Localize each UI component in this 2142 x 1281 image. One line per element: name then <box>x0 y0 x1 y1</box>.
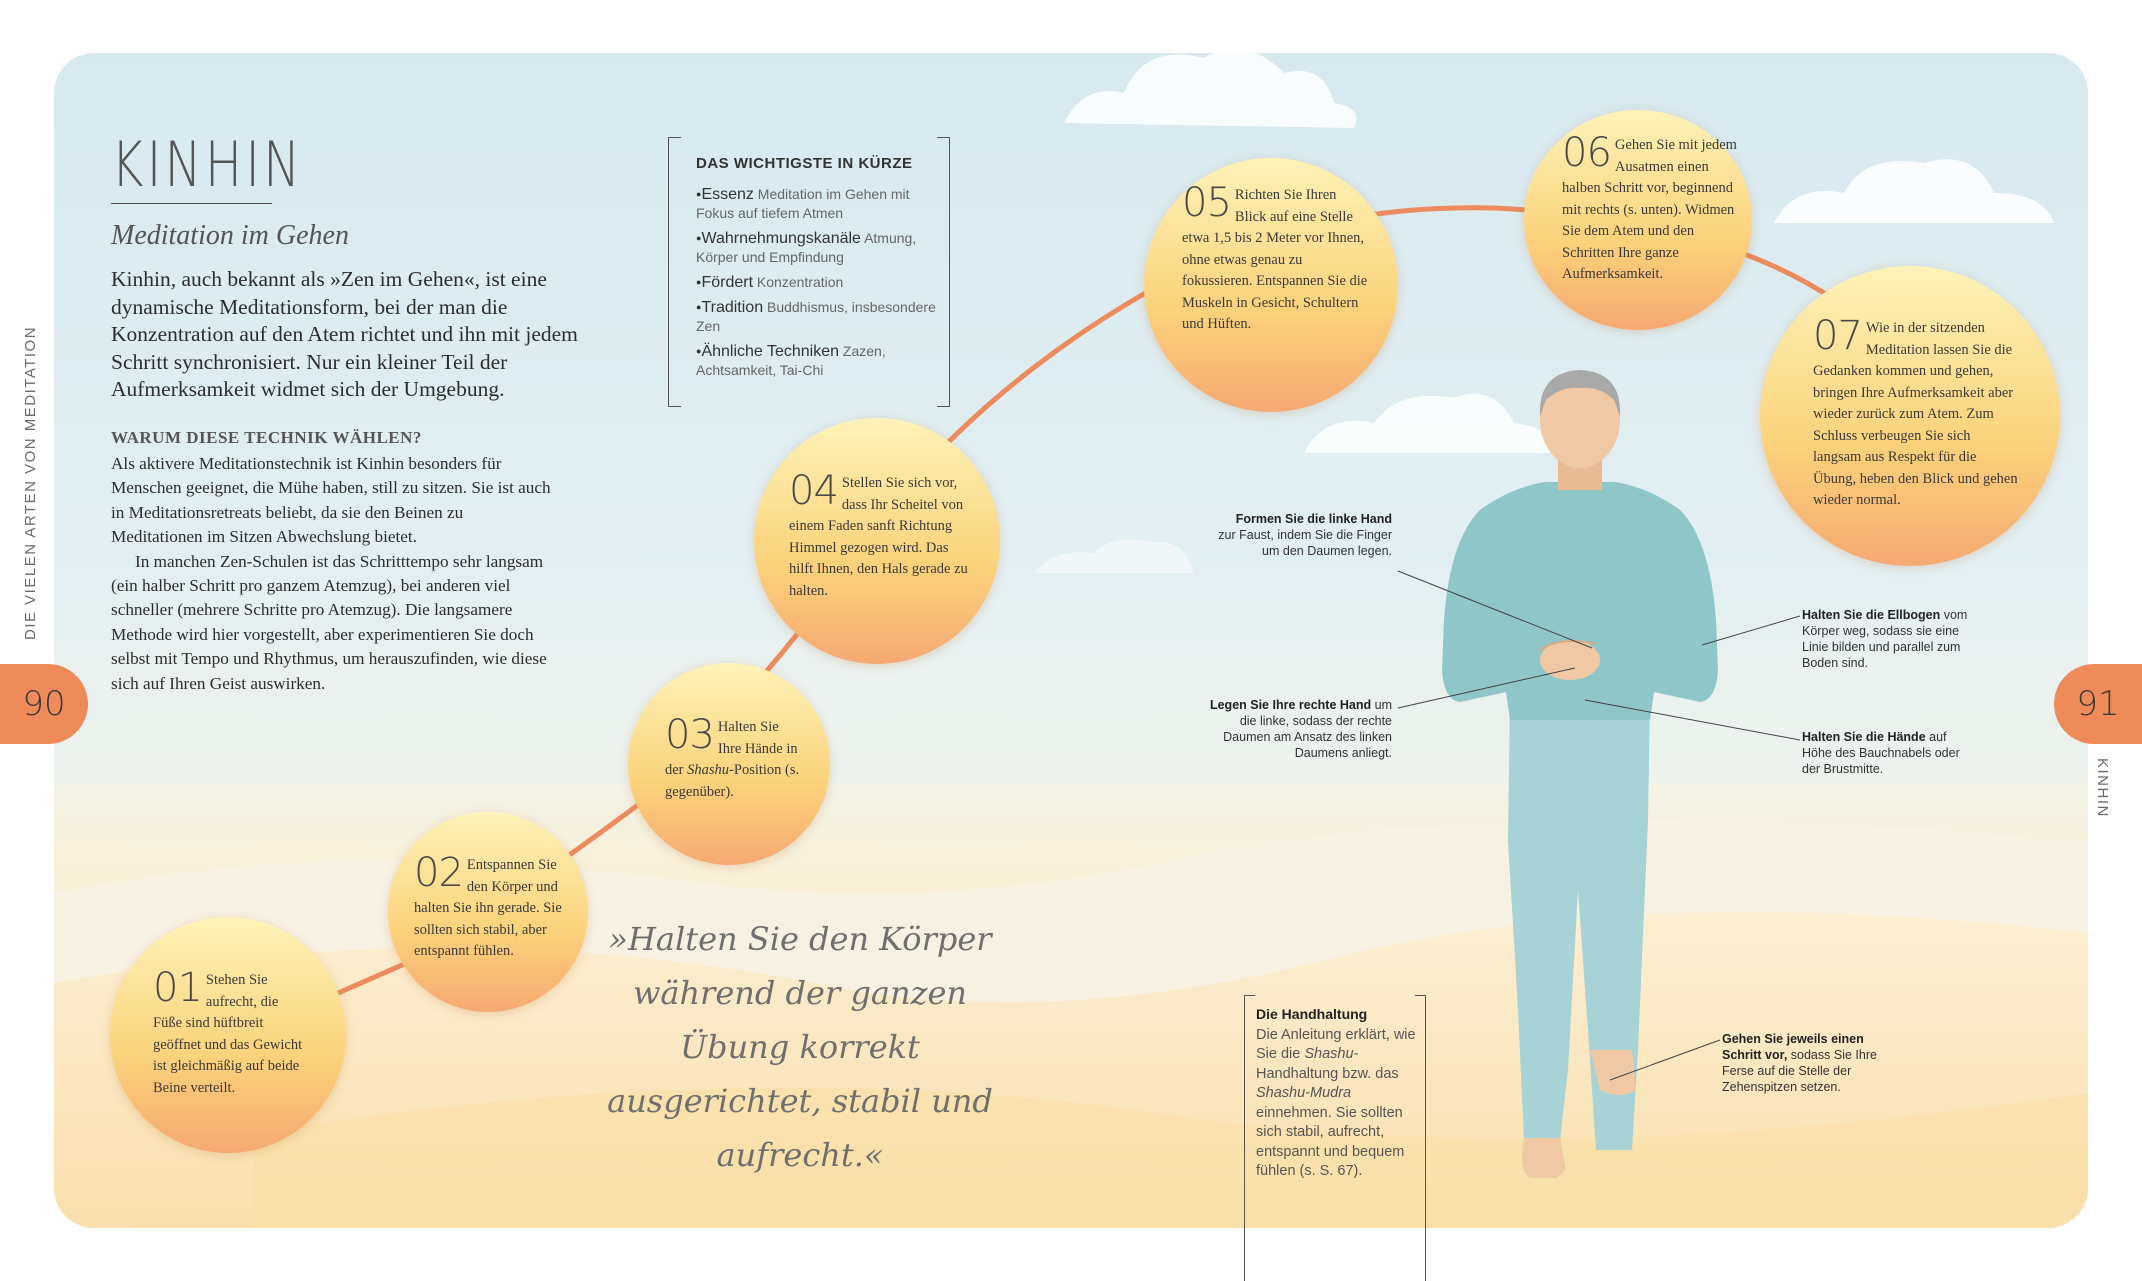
summary-item: Essenz Meditation im Gehen mit Fokus auf… <box>696 185 936 223</box>
cloud-group <box>1034 53 2054 573</box>
step-circle-06 <box>1524 110 1752 330</box>
annotation-hands: Halten Sie die Hände auf Höhe des Bauchn… <box>1802 730 1960 776</box>
step-circle-03 <box>628 663 830 865</box>
annotation-left-hand: Formen Sie die linke Hand zur Faust, ind… <box>1218 512 1392 558</box>
landscape-illustration <box>54 53 2088 1228</box>
handhaltung-text: Die Handhaltung Die Anleitung erklärt, w… <box>1256 1006 1416 1179</box>
walking-person-illustration <box>1442 370 1718 1178</box>
head-shape <box>1540 372 1620 468</box>
annotation-step: Gehen Sie jeweils einen Schritt vor, sod… <box>1722 1032 1877 1094</box>
summary-item: Tradition Buddhismus, insbesondere Zen <box>696 298 936 336</box>
summary-list: Essenz Meditation im Gehen mit Fokus auf… <box>696 185 936 386</box>
summary-box-frame <box>668 137 950 407</box>
pants-shape <box>1508 700 1650 1150</box>
pull-quote: »Halten Sie den Körper während der ganze… <box>607 920 993 1174</box>
step-circle-01 <box>110 917 346 1153</box>
intro-paragraph: Kinhin, auch bekannt als »Zen im Gehen«,… <box>111 267 578 401</box>
summary-item: Fördert Konzentration <box>696 273 936 292</box>
page-number-left: 90 <box>0 664 88 744</box>
summary-heading: DAS WICHTIGSTE IN KÜRZE <box>696 155 913 172</box>
annotation-elbows: Halten Sie die Ellbogen vom Körper weg, … <box>1802 608 1968 670</box>
right-foot <box>1590 1050 1636 1095</box>
background-panel <box>54 53 2088 1228</box>
page-title: KINHIN <box>111 128 304 201</box>
shirt-shape <box>1442 482 1718 720</box>
why-paragraph-1: Als aktivere Meditationstechnik ist Kinh… <box>111 454 551 547</box>
summary-item: Wahrnehmungskanäle Atmung, Körper und Em… <box>696 229 936 267</box>
step-circle-02 <box>388 812 588 1012</box>
step-circle-05 <box>1144 158 1398 412</box>
page-subtitle: Meditation im Gehen <box>111 220 349 251</box>
step-circle-07 <box>1760 266 2060 566</box>
hands-shape <box>1540 640 1600 680</box>
step-circle-04 <box>754 418 1000 664</box>
why-heading: WARUM DIESE TECHNIK WÄHLEN? <box>111 428 422 447</box>
summary-item: Ähnliche Techniken Zazen, Achtsamkeit, T… <box>696 342 936 380</box>
handhaltung-box-frame <box>1244 995 1426 1281</box>
hair-shape <box>1539 370 1621 416</box>
left-foot <box>1522 1138 1566 1178</box>
annotation-right-hand: Legen Sie Ihre rechte Hand um die linke,… <box>1209 698 1392 760</box>
title-underline <box>111 203 272 204</box>
page-number-right: 91 <box>2054 664 2142 744</box>
why-body: Als aktivere Meditationstechnik ist Kinh… <box>111 452 551 696</box>
why-paragraph-2: In manchen Zen-Schulen ist das Schrittte… <box>111 551 547 693</box>
